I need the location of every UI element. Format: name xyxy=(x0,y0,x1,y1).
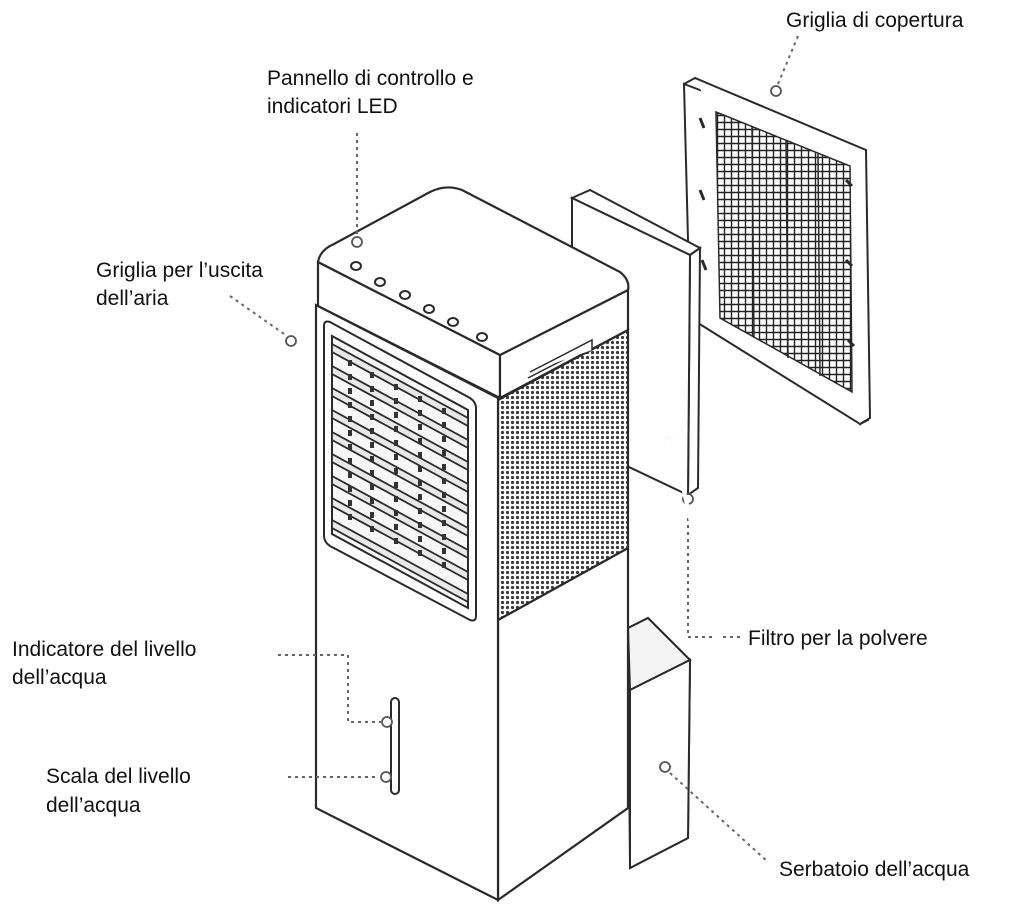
leader-dust-filter xyxy=(687,504,742,638)
label-water-scale-line2: dell’acqua xyxy=(46,794,141,817)
leader-cover-grille xyxy=(777,35,799,85)
label-air-outlet-line2: dell’aria xyxy=(96,287,169,310)
label-control-panel-line2: indicatori LED xyxy=(267,95,398,118)
control-buttons xyxy=(350,261,488,342)
label-water-indicator-line1: Indicatore del livello xyxy=(12,638,197,661)
label-cover-grille: Griglia di copertura xyxy=(786,9,964,32)
label-water-indicator-line2: dell’acqua xyxy=(12,666,107,689)
cover-grille xyxy=(682,76,872,426)
leader-dots xyxy=(285,85,782,783)
water-level-window xyxy=(390,697,400,795)
leader-water-indicator xyxy=(278,654,381,723)
leader-air-outlet xyxy=(229,295,288,337)
label-water-scale-line1: Scala del livello xyxy=(46,765,191,788)
label-control-panel-line1: Pannello di controllo e xyxy=(267,67,474,90)
label-water-tank: Serbatoio dell’acqua xyxy=(779,858,970,881)
label-air-outlet-line1: Griglia per l’uscita xyxy=(96,259,263,282)
air-outlet-louvres xyxy=(323,320,477,622)
label-dust-filter: Filtro per la polvere xyxy=(748,627,928,650)
